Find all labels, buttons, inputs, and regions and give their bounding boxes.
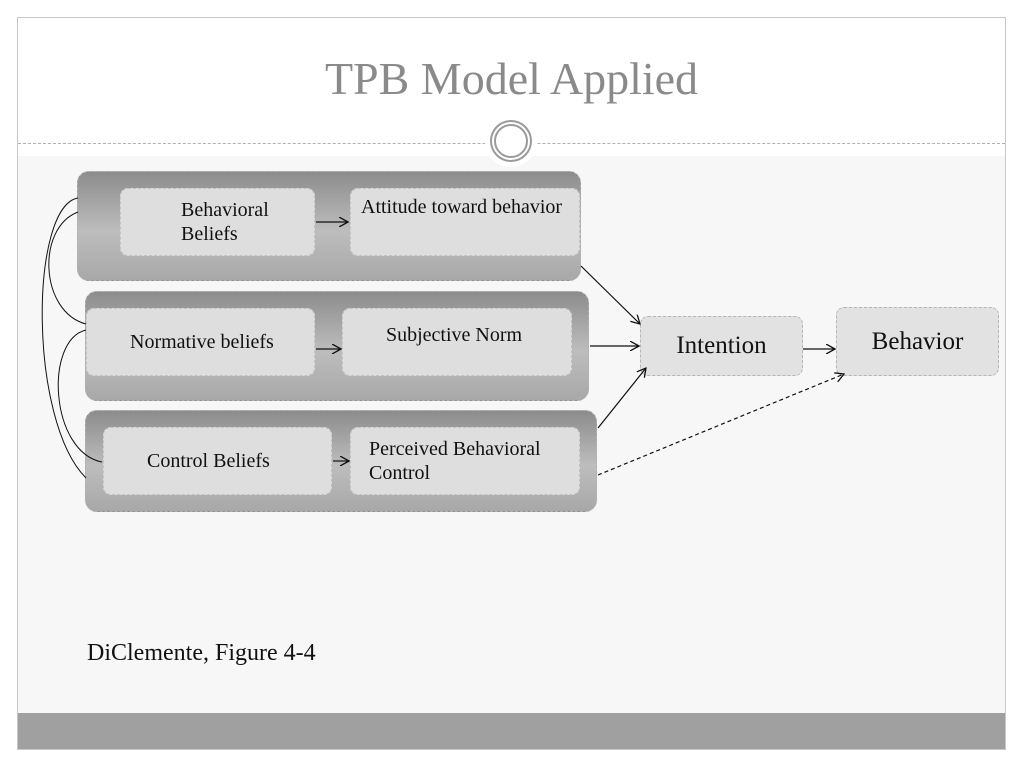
subjective-norm-box: Subjective Norm xyxy=(342,308,572,376)
intention-node: Intention xyxy=(640,316,803,376)
behavior-node: Behavior xyxy=(836,307,999,376)
ornament-inner-ring-icon xyxy=(494,124,528,158)
control-beliefs-box: Control Beliefs xyxy=(103,427,332,495)
normative-beliefs-label: Normative beliefs xyxy=(130,331,274,353)
intention-label: Intention xyxy=(676,332,767,359)
footer-band xyxy=(18,713,1005,749)
perceived-control-label: Perceived Behavioral Control xyxy=(369,438,541,484)
figure-caption: DiClemente, Figure 4-4 xyxy=(87,640,316,666)
attitude-label: Attitude toward behavior xyxy=(361,196,563,218)
attitude-box: Attitude toward behavior xyxy=(350,188,580,256)
normative-beliefs-box: Normative beliefs xyxy=(86,308,315,376)
perceived-control-box: Perceived Behavioral Control xyxy=(350,427,580,495)
ornament-ring-icon xyxy=(490,120,532,162)
slide-title: TPB Model Applied xyxy=(324,53,699,104)
behavioral-beliefs-box: Behavioral Beliefs xyxy=(120,188,315,256)
subjective-norm-label: Subjective Norm xyxy=(386,324,523,346)
behavioral-beliefs-label: Behavioral Beliefs xyxy=(181,199,269,245)
control-beliefs-label: Control Beliefs xyxy=(147,450,270,472)
behavior-label: Behavior xyxy=(871,327,964,355)
